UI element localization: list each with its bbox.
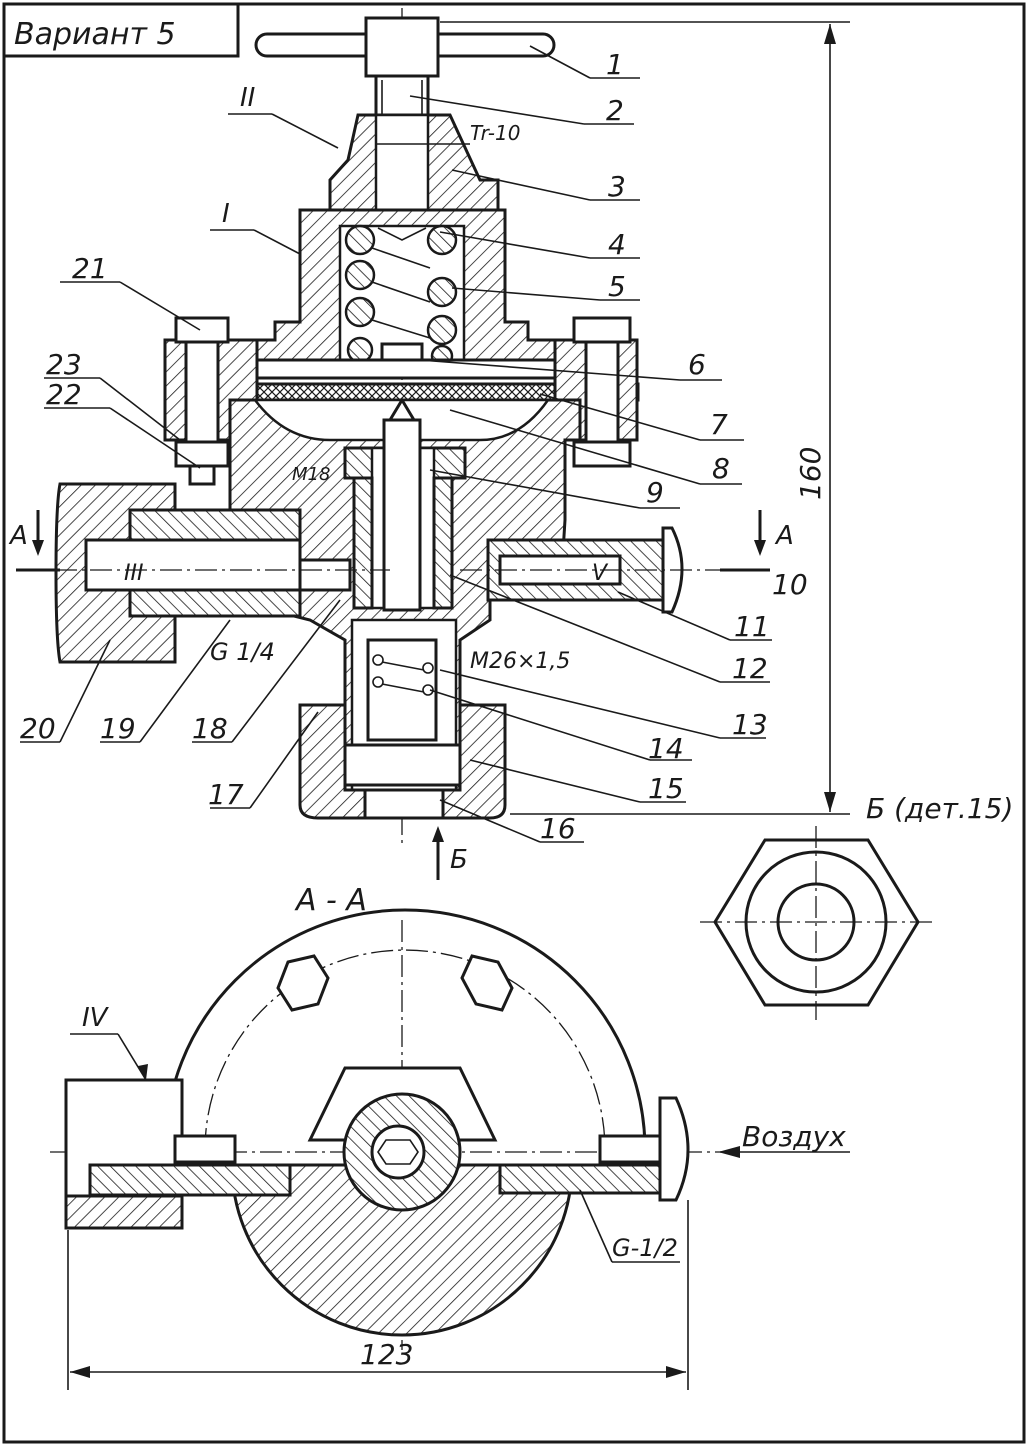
part-21: 21 bbox=[72, 252, 108, 285]
section-aa-title: А - А bbox=[294, 883, 367, 918]
left-pipe bbox=[88, 1163, 292, 1197]
view-b-arrow-label: Б bbox=[450, 845, 468, 875]
part-13: 13 bbox=[732, 708, 768, 741]
section-aa-view: А - А IV Воздух bbox=[50, 883, 850, 1390]
part-17: 17 bbox=[208, 778, 244, 811]
view-b-label: Б (дет.15) bbox=[866, 792, 1013, 825]
right-bolt bbox=[572, 316, 632, 468]
air-arrow bbox=[718, 1146, 740, 1158]
part-5: 5 bbox=[608, 270, 626, 303]
leader-lines bbox=[20, 45, 772, 843]
height-dimension: 160 bbox=[440, 21, 850, 815]
main-section-view: А А Б bbox=[8, 8, 794, 880]
dim-width: 123 bbox=[360, 1338, 413, 1371]
part-3: 3 bbox=[608, 170, 626, 203]
left-bolt bbox=[174, 316, 230, 486]
cut-mark-right: А bbox=[774, 521, 794, 551]
lower-spring bbox=[372, 654, 434, 774]
part-18: 18 bbox=[192, 712, 228, 745]
dim-height: 160 bbox=[794, 447, 827, 500]
title-box bbox=[2, 2, 240, 58]
part-20: 20 bbox=[20, 712, 56, 745]
right-pipe bbox=[498, 1163, 662, 1195]
cut-mark-left: А bbox=[8, 521, 28, 551]
part-19: 19 bbox=[100, 712, 136, 745]
air-label: Воздух bbox=[742, 1120, 846, 1153]
roman-iii: III bbox=[124, 561, 143, 586]
part-numbers: 1 2 3 4 5 6 7 8 9 10 11 12 13 14 15 16 1… bbox=[20, 48, 808, 845]
part-15: 15 bbox=[648, 772, 684, 805]
roman-ii: II bbox=[240, 83, 255, 113]
part-8: 8 bbox=[712, 452, 730, 485]
view-b: Б (дет.15) bbox=[700, 792, 1013, 1020]
part-11: 11 bbox=[734, 610, 770, 643]
part-22: 22 bbox=[46, 378, 82, 411]
bolt-hex-right bbox=[460, 954, 514, 1012]
part-7: 7 bbox=[710, 408, 728, 441]
thread-g14: G 1/4 bbox=[210, 638, 275, 666]
handle-hub bbox=[364, 16, 440, 78]
thread-g12: G-1/2 bbox=[612, 1234, 678, 1262]
roman-v: V bbox=[592, 561, 609, 586]
part-23: 23 bbox=[46, 348, 82, 381]
valve-stem bbox=[382, 418, 422, 612]
inlet-bore bbox=[84, 538, 302, 592]
diaphragm-plate bbox=[253, 358, 557, 380]
part-14: 14 bbox=[648, 732, 684, 765]
valve-guide bbox=[366, 638, 438, 742]
body-outline bbox=[163, 908, 647, 1151]
part-16: 16 bbox=[540, 812, 576, 845]
part-9: 9 bbox=[646, 476, 664, 509]
roman-iv: IV bbox=[82, 1003, 110, 1033]
thread-m26: M26×1,5 bbox=[470, 649, 570, 674]
part-4: 4 bbox=[608, 228, 626, 261]
part-1: 1 bbox=[606, 48, 624, 81]
thread-m18: M18 bbox=[292, 464, 330, 485]
part-6: 6 bbox=[688, 348, 706, 381]
body-section bbox=[230, 1163, 574, 1337]
part-12: 12 bbox=[732, 652, 768, 685]
thread-tr: Tr-10 bbox=[470, 121, 520, 145]
roman-i: I bbox=[222, 199, 230, 229]
part-10: 10 bbox=[772, 568, 808, 601]
bolt-hex-left bbox=[276, 954, 330, 1012]
main-spring bbox=[344, 224, 458, 368]
variant-title: Вариант 5 bbox=[14, 17, 176, 52]
part-2: 2 bbox=[606, 94, 624, 127]
